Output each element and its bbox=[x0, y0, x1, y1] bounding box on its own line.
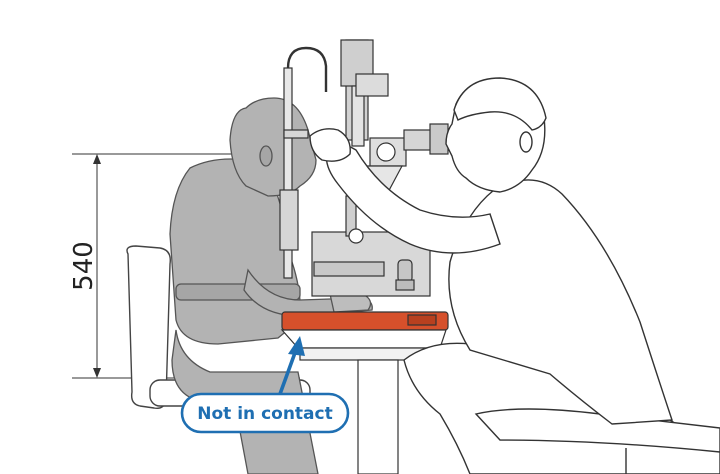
patient-head bbox=[229, 97, 317, 197]
chin-rest-frame bbox=[286, 46, 328, 92]
arrow-up-icon bbox=[288, 336, 305, 356]
not-in-contact-callout: Not in contact bbox=[180, 336, 350, 434]
examiner-hair bbox=[453, 77, 547, 131]
examiner-arm bbox=[325, 143, 501, 254]
exam-table bbox=[280, 311, 449, 474]
dimension-arrow-bottom bbox=[93, 368, 101, 378]
patient-ear bbox=[259, 145, 273, 167]
dimension-arrow-top bbox=[93, 154, 101, 164]
examiner-hand bbox=[309, 128, 351, 162]
examiner-torso bbox=[448, 179, 673, 425]
joystick bbox=[397, 259, 413, 283]
dimension-value: 540 bbox=[69, 241, 99, 291]
callout-label: Not in contact bbox=[197, 404, 332, 424]
callout-box bbox=[180, 392, 350, 434]
examiner-figure bbox=[309, 77, 720, 474]
callout-arrow-shaft bbox=[278, 348, 298, 396]
table-column bbox=[357, 359, 399, 474]
